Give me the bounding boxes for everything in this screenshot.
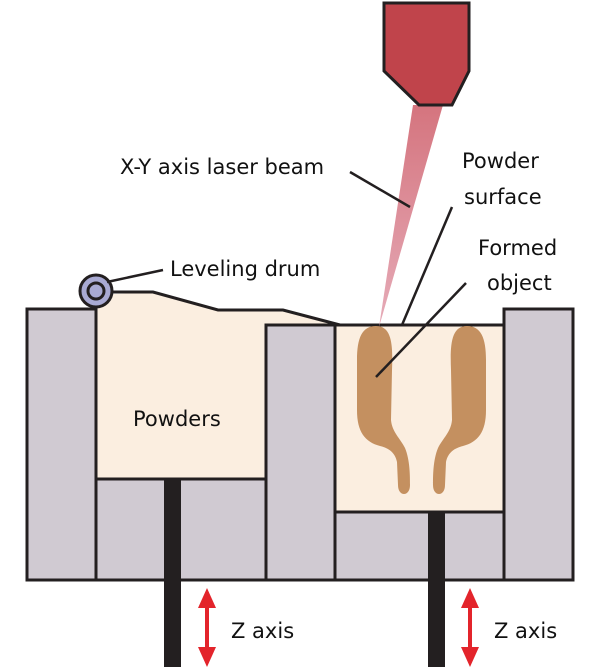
powder-mound-outline — [104, 290, 341, 327]
formed-object-label-line2: object — [487, 271, 552, 295]
supply-piston-rod — [164, 479, 181, 667]
laser-beam-leader — [349, 170, 411, 209]
build-piston-rod — [428, 512, 445, 667]
formed-object-label-line1: Formed — [478, 236, 557, 260]
powders-label: Powders — [133, 407, 221, 431]
middle-wall — [264, 323, 337, 582]
powder-surface-leader — [400, 206, 454, 326]
formed-object-leader — [375, 282, 467, 378]
leveling-drum — [78, 273, 114, 309]
formed-object — [357, 326, 410, 494]
z-axis-arrow-left — [198, 588, 216, 667]
z-axis-label-right: Z axis — [494, 619, 557, 643]
laser-head — [382, 1, 471, 107]
z-axis-label-left: Z axis — [231, 619, 294, 643]
powder-surface-label-line2: surface — [464, 185, 542, 209]
build-piston-platform — [333, 510, 506, 582]
leveling-drum-label: Leveling drum — [170, 257, 320, 281]
left-outer-wall — [25, 307, 98, 582]
formed-object — [433, 326, 486, 494]
right-outer-wall — [502, 307, 575, 582]
leveling-drum-leader — [106, 268, 164, 284]
laser-beam-label: X-Y axis laser beam — [120, 155, 324, 179]
z-axis-arrow-right — [461, 588, 479, 667]
powder-surface-label-line1: Powder — [462, 149, 539, 173]
laser-beam — [379, 105, 443, 327]
powder-supply-powder — [96, 292, 338, 479]
